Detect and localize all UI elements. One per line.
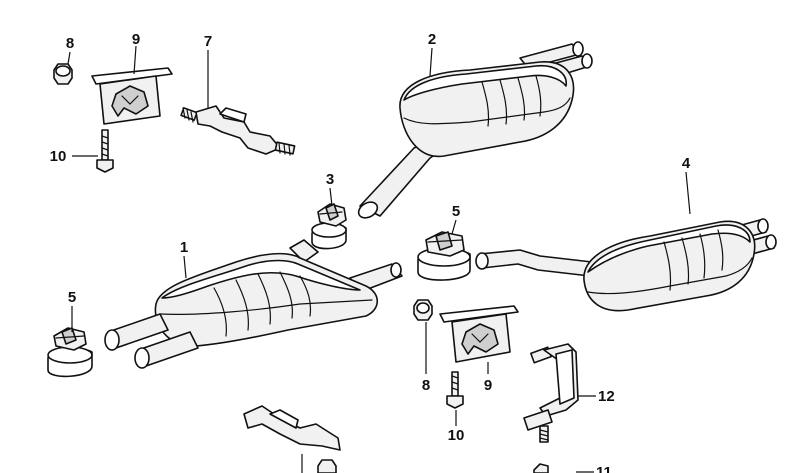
callout-8-bottom: 8 [422,377,430,394]
callout-3: 3 [326,171,334,188]
part-1-center-silencer[interactable] [104,239,403,369]
callout-2: 2 [428,31,436,48]
callout-12: 12 [598,388,615,405]
callout-5-right: 5 [452,203,460,220]
bottom-hanger-bracket[interactable] [243,405,341,451]
callout-1: 1 [180,239,188,256]
callout-labels: 8 9 7 2 10 3 4 5 1 5 8 9 10 12 11 [50,31,691,473]
callout-10-bottom: 10 [448,427,465,444]
part-9-mount-bracket-top[interactable] [91,67,173,125]
part-8-nut-top[interactable] [53,63,73,85]
part-10-bolt-bottom[interactable] [446,371,464,409]
part-9-mount-bracket-bottom[interactable] [439,305,519,363]
part-5-clamp-left[interactable] [47,327,93,378]
part-7-center-hanger[interactable] [180,105,296,156]
bottom-nut-partial[interactable] [317,459,337,473]
callout-4: 4 [682,155,691,172]
part-10-bolt-top[interactable] [96,129,114,173]
callout-8-top: 8 [66,35,74,52]
part-12-rear-hanger-bracket[interactable] [523,343,579,443]
part-2-rear-silencer[interactable] [356,41,593,221]
part-3-clamp[interactable] [311,203,347,250]
part-8-nut-bottom[interactable] [413,299,433,321]
callout-7: 7 [204,33,212,50]
callout-10-top: 10 [50,148,67,165]
part-5-clamp-right[interactable] [417,231,471,281]
leader-lines [67,45,691,473]
callout-9-bottom: 9 [484,377,492,394]
part-4-rear-silencer[interactable] [475,218,777,312]
callout-11: 11 [596,464,612,473]
callout-9-top: 9 [132,31,140,48]
callout-5-left: 5 [68,289,76,306]
part-11-partial[interactable] [533,463,549,473]
